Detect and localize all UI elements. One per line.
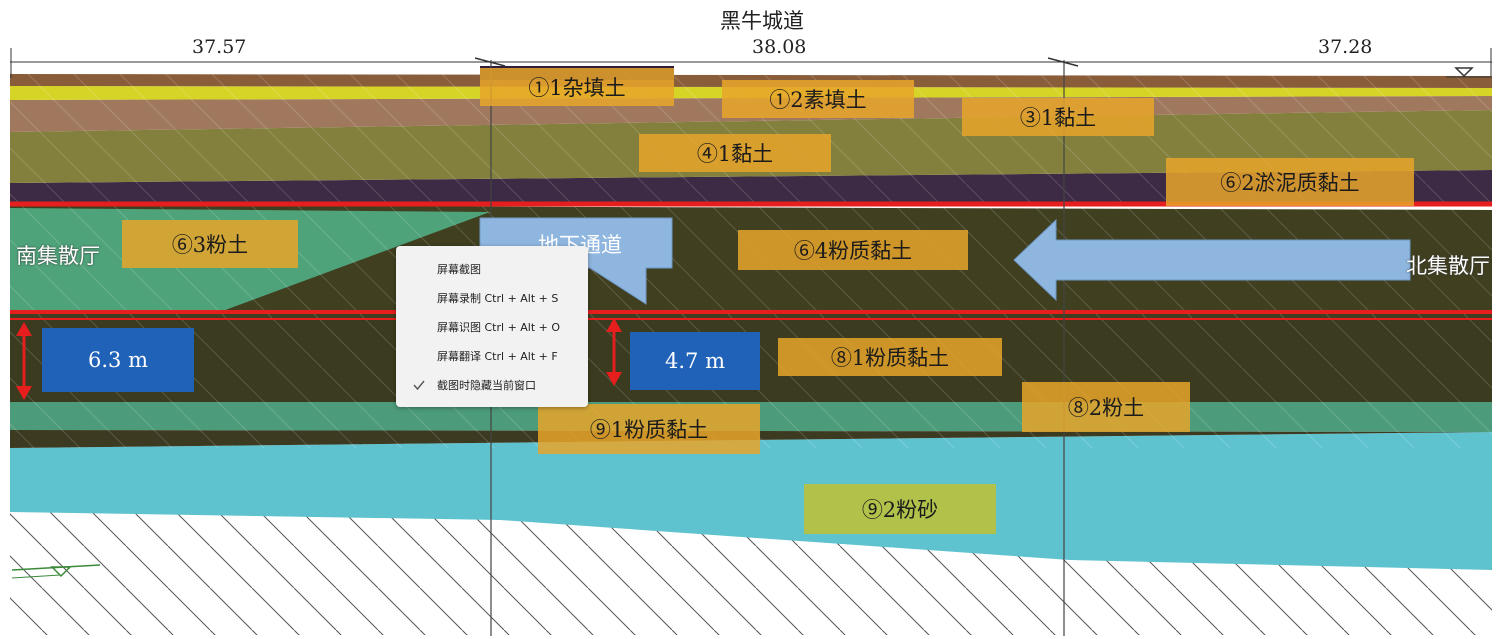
menu-item-screen-translate[interactable]: 屏幕翻译 Ctrl + Alt + F	[396, 342, 588, 370]
depth-arrow-mid-head-top	[606, 318, 622, 332]
layer-label-9-1: ⑨1粉质黏土	[538, 404, 760, 454]
menu-item-label: 屏幕截图	[437, 263, 481, 276]
menu-item-screen-record[interactable]: 屏幕录制 Ctrl + Alt + S	[396, 284, 588, 312]
depth-box-mid: 4.7 m	[630, 332, 760, 390]
depth-arrow-left-head-bottom	[16, 386, 32, 400]
layer-label-8-1: ⑧1粉质黏土	[778, 338, 1002, 376]
dimension-left: 37.57	[192, 36, 247, 58]
layer-label-8-2: ⑧2粉土	[1022, 382, 1190, 432]
water-level-line-left2	[11, 574, 61, 579]
dim-tick-1	[474, 57, 506, 67]
water-level-marker-right	[1454, 67, 1474, 78]
layer-label-9-2: ⑨2粉砂	[804, 484, 996, 534]
menu-item-label: 屏幕翻译 Ctrl + Alt + F	[437, 350, 558, 363]
north-hall-label: 北集散厅	[1406, 254, 1490, 278]
menu-item-label: 截图时隐藏当前窗口	[437, 379, 536, 392]
menu-item-screenshot[interactable]: 屏幕截图	[396, 255, 588, 283]
section-title: 黑牛城道	[720, 9, 804, 33]
dimension-mid: 38.08	[752, 36, 807, 58]
layer-teal-sand	[10, 432, 1492, 570]
layer-label-4-1: ④1黏土	[639, 134, 831, 172]
menu-item-screen-recognize[interactable]: 屏幕识图 Ctrl + Alt + O	[396, 313, 588, 341]
menu-item-label: 屏幕录制 Ctrl + Alt + S	[437, 292, 559, 305]
depth-arrow-left-head-top	[16, 322, 32, 336]
context-menu: 屏幕截图 屏幕录制 Ctrl + Alt + S 屏幕识图 Ctrl + Alt…	[396, 246, 588, 407]
layer-label-1-1: ①1杂填土	[480, 68, 674, 106]
menu-item-hide-window[interactable]: 截图时隐藏当前窗口	[396, 371, 588, 399]
dimension-right: 37.28	[1318, 36, 1373, 58]
layer-label-1-2: ①2素填土	[722, 80, 914, 118]
menu-item-label: 屏幕识图 Ctrl + Alt + O	[437, 321, 561, 334]
dim-tick-2	[1047, 57, 1079, 67]
layer-label-6-2: ⑥2淤泥质黏土	[1166, 158, 1414, 206]
checkmark-icon	[412, 378, 426, 392]
water-level-line-left	[11, 564, 101, 571]
south-hall-label: 南集散厅	[16, 244, 100, 268]
layer-label-3-1: ③1黏土	[962, 98, 1154, 136]
layer-label-6-3: ⑥3粉土	[122, 220, 298, 268]
depth-box-left: 6.3 m	[42, 328, 194, 392]
layer-label-6-4: ⑥4粉质黏土	[738, 230, 968, 270]
north-hall-arrow	[1013, 218, 1411, 302]
depth-arrow-mid-head-bottom	[606, 372, 622, 386]
